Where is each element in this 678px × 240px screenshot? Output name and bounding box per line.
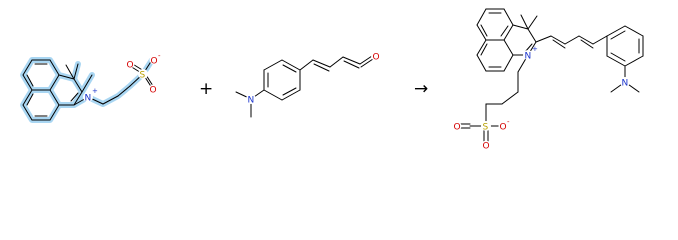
reactant-2-amine-nitrogen: N [248,96,255,106]
plus-sign: + [199,79,213,99]
product-charge-plus: + [532,45,538,53]
reactant-1-charge-minus: - [158,52,161,60]
reactant-1-n-cation: N [85,94,92,104]
product-amine-nitrogen: N [622,79,629,89]
reaction-scheme: N + S O O O - + [20,8,644,152]
reactant-1-oxygen-top: O [127,61,134,71]
product-oxygen-left: O [454,123,461,133]
reactant-1-oxygen-bottom: O [150,86,157,96]
product-sulfur: S [483,123,489,133]
reactant-1-oxygen-anion: O [151,57,158,67]
reactant-2-bonds [235,55,374,118]
reactant-1-charge-plus: + [92,87,98,95]
reactant-1-benzindolium: N + S O O O - [20,52,161,123]
product-oxygen-anion: O [500,123,507,133]
product-hemicyanine: N + N S O O O - [452,8,644,152]
product-atoms: N + N S O O O - [452,45,630,152]
reactant-1-bonds [22,59,156,121]
reactant-2-cinnamaldehyde: N O [235,51,381,118]
product-oxygen-bottom: O [483,142,490,152]
reactant-1-atoms: N + S O O O - [83,52,161,104]
reactant-1-sulfur: S [140,71,146,81]
reaction-arrow: → [414,79,428,99]
reactant-2-aldehyde-oxygen: O [373,53,380,63]
product-n-cation: N [525,52,532,62]
reaction-canvas: N + S O O O - + [20,8,644,152]
product-charge-minus: - [507,118,510,126]
reactant-2-atoms: N O [246,51,381,106]
